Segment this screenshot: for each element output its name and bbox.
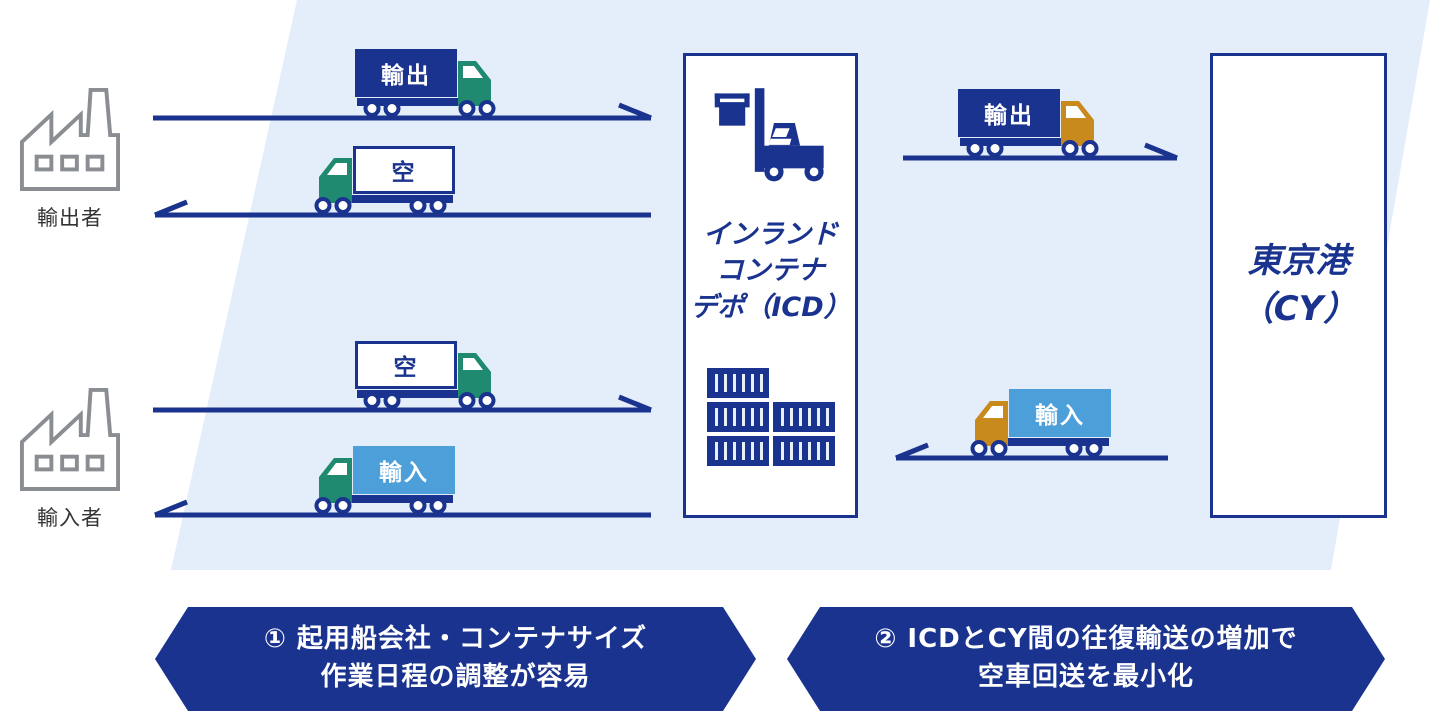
banner-2-line2: 空車回送を最小化	[977, 662, 1194, 692]
banner-1-line2: 作業日程の調整が容易	[320, 662, 591, 692]
truck-empty-to-icd: 空	[355, 341, 507, 411]
truck-import-from-port: 輸入	[959, 389, 1111, 459]
truck-export-to-port: 輸出	[958, 89, 1110, 159]
truck-icon	[314, 446, 455, 514]
truck-icon	[355, 49, 496, 117]
icd-title: インランド コンテナ デポ（ICD）	[690, 217, 850, 326]
icd-title-line3: デポ（ICD）	[690, 291, 851, 323]
truck-label: 輸出	[984, 103, 1034, 129]
truck-label: 輸入	[379, 460, 429, 486]
truck-label: 輸入	[1035, 403, 1085, 429]
exporter-factory: 輸出者	[18, 86, 122, 232]
banner-1-line1: ① 起用船会社・コンテナサイズ	[263, 624, 648, 655]
icd-title-line2: コンテナ	[716, 255, 825, 287]
factory-icon	[19, 88, 121, 191]
icd-box: インランド コンテナ デポ（ICD）	[683, 53, 858, 518]
truck-icon	[355, 341, 496, 409]
truck-icon	[970, 389, 1111, 457]
truck-icon	[314, 146, 455, 214]
truck-label: 空	[393, 355, 419, 381]
truck-label: 空	[391, 160, 417, 186]
port-title: 東京港 （CY）	[1240, 238, 1358, 333]
importer-factory: 輸入者	[18, 386, 122, 532]
factory-icon	[19, 388, 121, 491]
banner-2-line1: ② ICDとCY間の往復輸送の増加で	[874, 624, 1298, 655]
container-stack-icon	[706, 368, 835, 472]
port-box: 東京港 （CY）	[1210, 53, 1387, 518]
truck-import-to-importer: 輸入	[303, 446, 455, 516]
port-title-line1: 東京港	[1247, 240, 1350, 281]
truck-icon	[958, 89, 1099, 157]
benefit-banner-1: ① 起用船会社・コンテナサイズ 作業日程の調整が容易	[155, 607, 756, 711]
truck-export-to-icd: 輸出	[355, 49, 507, 119]
benefit-banner-2: ② ICDとCY間の往復輸送の増加で 空車回送を最小化	[787, 607, 1385, 711]
exporter-factory-label: 輸出者	[37, 206, 103, 230]
truck-empty-return-exporter: 空	[303, 146, 455, 216]
importer-factory-label: 輸入者	[37, 506, 103, 530]
truck-label: 輸出	[381, 63, 431, 89]
port-title-line2: （CY）	[1239, 288, 1358, 329]
icd-title-line1: インランド	[703, 219, 838, 250]
forklift-icon	[713, 82, 828, 189]
